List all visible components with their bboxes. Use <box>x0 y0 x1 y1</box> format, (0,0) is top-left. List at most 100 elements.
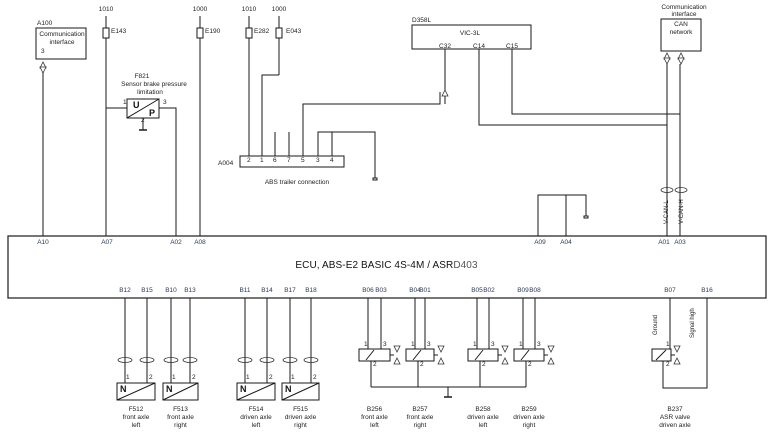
valve-pin2: 2 <box>482 361 486 368</box>
fuse-e282 <box>245 27 253 39</box>
a004-pin-3: 3 <box>316 157 320 164</box>
a004-connector <box>239 155 345 168</box>
valve-arrow-icon <box>547 357 555 365</box>
sensor-diagonal <box>281 382 320 401</box>
sensor-id-f514: F514 <box>248 406 264 413</box>
valve-arrow-icon <box>501 357 509 365</box>
valve-side: right <box>522 422 536 429</box>
can-l-arrow-down-icon <box>663 57 671 65</box>
valve-pin3: 3 <box>491 341 495 348</box>
ecu-pin-b02: B02 <box>483 287 495 294</box>
sensor-desc: front axle <box>122 414 150 421</box>
wire-a004-pin3 <box>317 131 376 178</box>
valve-pin2: 2 <box>528 361 532 368</box>
asr-arrow-icon <box>673 345 681 353</box>
fuse-label-e282: E282 <box>254 28 270 35</box>
c32-arrow-icon <box>441 89 449 97</box>
asr-pin2: 2 <box>666 361 670 368</box>
wire-v-can-l: V-CAN-L <box>664 200 670 224</box>
wire-v-can-h: V-CAN-H <box>679 199 685 224</box>
a004-pin-2: 2 <box>247 157 251 164</box>
wire-f821-pin3-a02 <box>159 107 177 236</box>
ecu-pin-b04: B04 <box>409 287 421 294</box>
valve-arrow-icon <box>547 345 555 353</box>
sensor-n-symbol: N <box>285 384 292 394</box>
valve-pin1: 1 <box>473 341 477 348</box>
asr-arrow-icon <box>673 357 681 365</box>
wire-asr-signal <box>662 298 708 389</box>
a100-text: Communication interface <box>39 31 85 46</box>
ecu-pin-a02: A02 <box>170 239 182 246</box>
twisted-pair-symbol <box>282 357 298 363</box>
twisted-pair-symbol <box>182 357 198 363</box>
a004-pin-4: 4 <box>330 157 334 164</box>
valve-diagonal <box>520 349 530 361</box>
valve-pin3: 3 <box>537 341 541 348</box>
f821-desc2: limitation <box>137 89 163 96</box>
valve-arrow-icon <box>437 357 445 365</box>
ecu-box <box>7 235 767 299</box>
valve-diagonal <box>365 349 375 361</box>
fuse-e043 <box>275 27 283 39</box>
a004-pin-6: 6 <box>273 157 277 164</box>
d358l-pin-c15: C15 <box>506 43 518 50</box>
ecu-pin-a03: A03 <box>674 239 686 246</box>
valve-side: right <box>413 422 427 429</box>
valve-side: left <box>478 422 488 429</box>
twisted-pair-symbol <box>259 357 275 363</box>
sensor-n-symbol: N <box>120 384 127 394</box>
valve-id-b258: B258 <box>475 406 491 413</box>
wire-e043-to-a004 <box>261 74 279 160</box>
sensor-id-f515: F515 <box>293 406 308 413</box>
wire-ground: Ground <box>653 314 659 335</box>
ecu-pin-b17: B17 <box>284 287 296 294</box>
supply-label-1000-b: 1000 <box>271 6 287 13</box>
ecu-pin-b14: B14 <box>261 287 273 294</box>
f821-diagonal <box>126 98 160 119</box>
ecu-pin-b05: B05 <box>471 287 483 294</box>
valve-pin1: 1 <box>411 341 415 348</box>
ecu-pin-b01: B01 <box>419 287 431 294</box>
sensor-pin2: 2 <box>313 374 317 381</box>
ecu-pin-a07: A07 <box>101 239 113 246</box>
sensor-n-symbol: N <box>166 384 173 394</box>
ecu-pin-a10: A10 <box>37 239 49 246</box>
d358l-box <box>411 24 532 50</box>
valve-id-b257: B257 <box>412 406 428 413</box>
ecu-pin-b18: B18 <box>305 287 317 294</box>
sensor-pin2: 2 <box>269 374 273 381</box>
ecu-pin-b16: B16 <box>701 287 713 294</box>
valve-pin2: 2 <box>373 361 377 368</box>
ecu-pin-b12: B12 <box>119 287 131 294</box>
valve-diagonal <box>474 349 484 361</box>
twisted-pair-symbol <box>303 357 319 363</box>
can-h-arrow-down-icon <box>677 57 685 65</box>
sensor-pin1: 1 <box>246 374 250 381</box>
ecu-pin-b13: B13 <box>184 287 196 294</box>
can-box <box>660 18 702 52</box>
d358l-id: D358L <box>412 17 432 24</box>
valve-desc: driven axle <box>513 414 545 421</box>
wire-c15-can-h <box>511 49 681 236</box>
fuse-label-e043: E043 <box>286 28 302 35</box>
a09-ground-symbol <box>583 215 589 219</box>
a100-pin: 3 <box>41 48 45 55</box>
valve-arrow-icon <box>437 345 445 353</box>
a004-ground-symbol <box>372 177 378 181</box>
asr-desc: ASR valve <box>659 414 691 421</box>
d358l-pin-c32: C32 <box>439 43 451 50</box>
sensor-desc: driven axle <box>284 414 317 421</box>
valve-id-b256: B256 <box>366 406 383 413</box>
a004-pin-7: 7 <box>287 157 291 164</box>
twisted-pair-symbol <box>163 357 179 363</box>
a004-caption: ABS trailer connection <box>264 179 330 186</box>
ecu-pin-b07: B07 <box>664 287 676 294</box>
sensor-id-f512: F512 <box>128 406 144 413</box>
sensor-side: right <box>174 422 187 429</box>
a004-pin-1: 1 <box>260 157 264 164</box>
sensor-pin1: 1 <box>172 374 176 381</box>
f821-pin1: 1 <box>123 99 127 106</box>
sensor-desc: front axle <box>167 414 194 421</box>
can-line1: CAN <box>674 21 688 28</box>
